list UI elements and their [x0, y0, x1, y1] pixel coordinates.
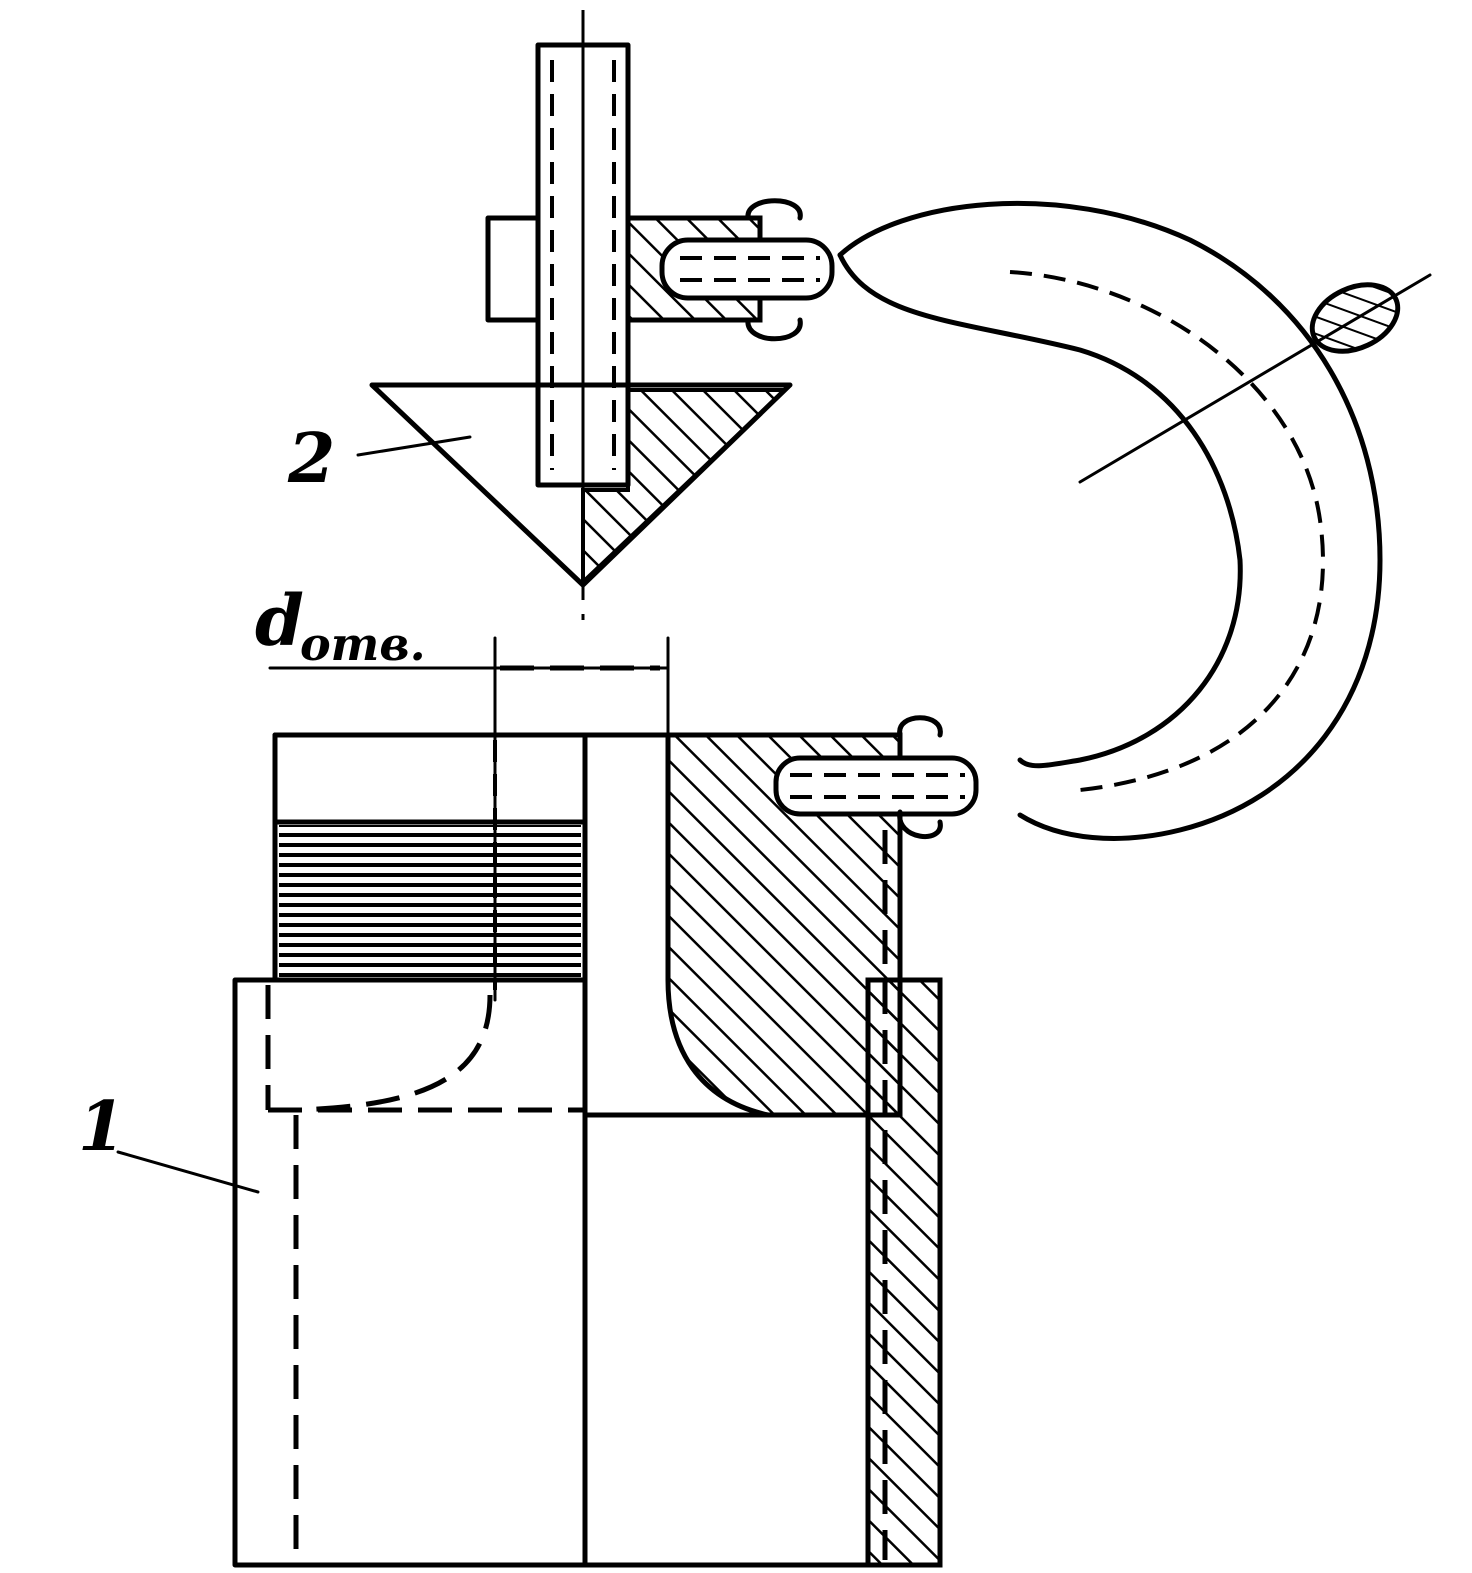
threaded-insert [272, 732, 588, 990]
label-part-1: 1 [78, 1087, 125, 1167]
cone-tip-part-2 [356, 382, 793, 588]
label-dimension-d: d [255, 579, 304, 662]
label-part-2: 2 [287, 419, 335, 499]
spindle [535, 42, 631, 488]
side-plate [865, 830, 943, 1568]
knurled-nut-icon [1309, 282, 1401, 354]
bow-frame [837, 200, 1432, 841]
clamp-block [485, 198, 835, 342]
dimension-subscript-glyphs: отв. [300, 617, 426, 671]
